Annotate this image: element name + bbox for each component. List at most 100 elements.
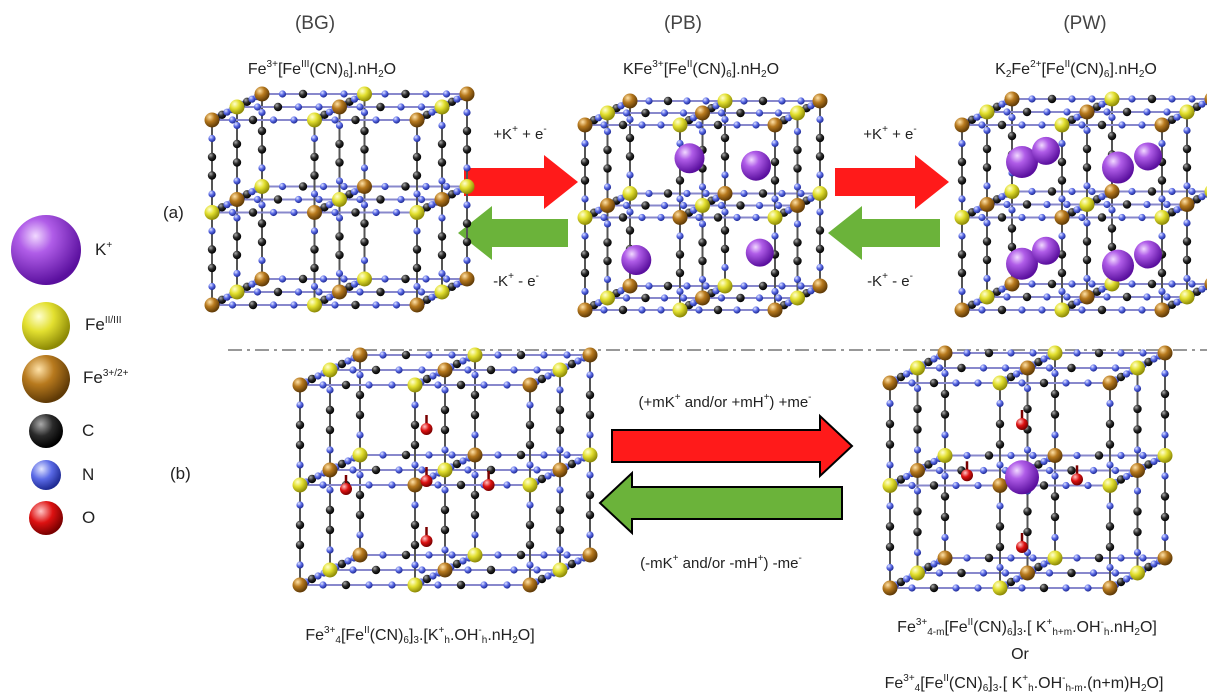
carbon-atom	[1023, 527, 1032, 537]
fe-yellow-atom	[1204, 185, 1207, 198]
fe-brown-atom	[522, 377, 538, 393]
carbon-atom	[995, 522, 1005, 531]
nitrogen-atom	[480, 381, 488, 389]
carbon-atom	[957, 268, 967, 278]
nitrogen-atom	[1158, 139, 1166, 148]
nitrogen-atom	[996, 502, 1004, 510]
nitrogen-atom	[319, 275, 328, 283]
carbon-atom	[257, 145, 267, 154]
nitrogen-atom	[448, 351, 456, 359]
nitrogen-atom	[448, 551, 456, 559]
nitrogen-atom	[314, 372, 322, 380]
carbon-atom	[325, 525, 335, 535]
nitrogen-atom	[1018, 379, 1026, 387]
nitrogen-atom	[645, 97, 653, 105]
nitrogen-atom	[974, 481, 982, 490]
nitrogen-atom	[913, 446, 922, 454]
carbon-atom	[207, 152, 217, 162]
carbon-atom	[625, 226, 635, 235]
nitrogen-atom	[544, 372, 552, 380]
nitrogen-atom	[1089, 364, 1098, 372]
carbon-atom	[337, 559, 347, 569]
carbon-atom	[207, 171, 217, 180]
carbon-atom	[618, 305, 628, 315]
carbon-atom	[1047, 187, 1057, 196]
nitrogen-atom	[978, 306, 986, 314]
carbon-atom	[437, 139, 447, 149]
nitrogen-atom	[356, 288, 364, 296]
arrow-b-forward	[611, 413, 854, 479]
carbon-atom	[641, 108, 650, 118]
nitrogen-atom	[438, 121, 446, 130]
carbon-atom	[462, 237, 472, 247]
header-pw: (PW)	[1063, 13, 1107, 34]
fe-brown-atom	[672, 210, 688, 225]
carbon-atom	[486, 365, 496, 375]
fe-yellow-atom	[467, 347, 483, 363]
nitrogen-atom	[1043, 200, 1051, 209]
legend-o-sphere	[29, 501, 63, 535]
nitrogen-atom	[774, 109, 783, 117]
arrow-b-backward	[598, 470, 843, 536]
fe-brown-atom	[552, 462, 568, 478]
nitrogen-atom	[1117, 349, 1125, 357]
nitrogen-atom	[310, 134, 319, 143]
nitrogen-atom	[335, 214, 344, 222]
nitrogen-atom	[645, 189, 653, 198]
carbon-atom	[720, 244, 730, 254]
nitrogen-atom	[755, 294, 764, 302]
nitrogen-atom	[441, 486, 449, 494]
nitrogen-atom	[418, 366, 426, 374]
fe-brown-atom	[1102, 375, 1118, 391]
nitrogen-atom	[603, 220, 612, 228]
nitrogen-atom	[540, 551, 548, 559]
nitrogen-atom	[902, 370, 911, 378]
carbon-atom	[1094, 451, 1104, 460]
carbon-atom	[295, 440, 305, 450]
nitrogen-atom	[1003, 108, 1011, 116]
carbon-atom	[1147, 94, 1157, 104]
fe-yellow-atom	[790, 105, 805, 121]
fe-brown-atom	[254, 86, 270, 102]
nitrogen-atom	[958, 139, 966, 148]
carbon-atom	[525, 520, 535, 530]
carbon-atom	[1122, 292, 1132, 302]
nitrogen-atom	[442, 182, 451, 191]
nitrogen-atom	[459, 457, 467, 465]
carbon-atom	[307, 374, 317, 384]
oxygen-atom	[340, 483, 352, 495]
nitrogen-atom	[228, 116, 237, 124]
nitrogen-atom	[695, 213, 703, 222]
nitrogen-atom	[733, 306, 741, 314]
carbon-atom	[456, 580, 466, 590]
fe-yellow-atom	[229, 284, 245, 300]
carbon-atom	[580, 268, 590, 278]
nitrogen-atom	[413, 190, 421, 198]
nitrogen-atom	[797, 97, 805, 105]
nitrogen-atom	[902, 575, 911, 583]
carbon-atom	[885, 440, 895, 449]
fe-brown-atom	[352, 547, 368, 563]
carbon-atom	[1007, 131, 1017, 141]
carbon-atom	[257, 237, 267, 247]
oxygen-atom	[420, 475, 433, 487]
carbon-atom	[641, 293, 650, 303]
nitrogen-atom	[1008, 113, 1016, 122]
nitrogen-atom	[935, 364, 944, 372]
potassium-ion	[1032, 236, 1060, 265]
potassium-ion	[1005, 460, 1039, 495]
nitrogen-atom	[381, 182, 389, 191]
nitrogen-atom	[717, 294, 726, 302]
nitrogen-atom	[755, 109, 764, 117]
nitrogen-atom	[1133, 446, 1142, 454]
carbon-atom	[462, 145, 472, 154]
carbon-atom	[713, 213, 723, 222]
fe-yellow-atom	[1154, 210, 1170, 225]
carbon-atom	[232, 250, 242, 260]
nitrogen-atom	[331, 301, 339, 309]
nitrogen-atom	[1106, 399, 1114, 408]
potassium-ion	[1006, 146, 1038, 178]
fe-brown-atom	[322, 462, 338, 478]
nitrogen-atom	[1106, 563, 1114, 572]
nitrogen-atom	[574, 457, 582, 465]
